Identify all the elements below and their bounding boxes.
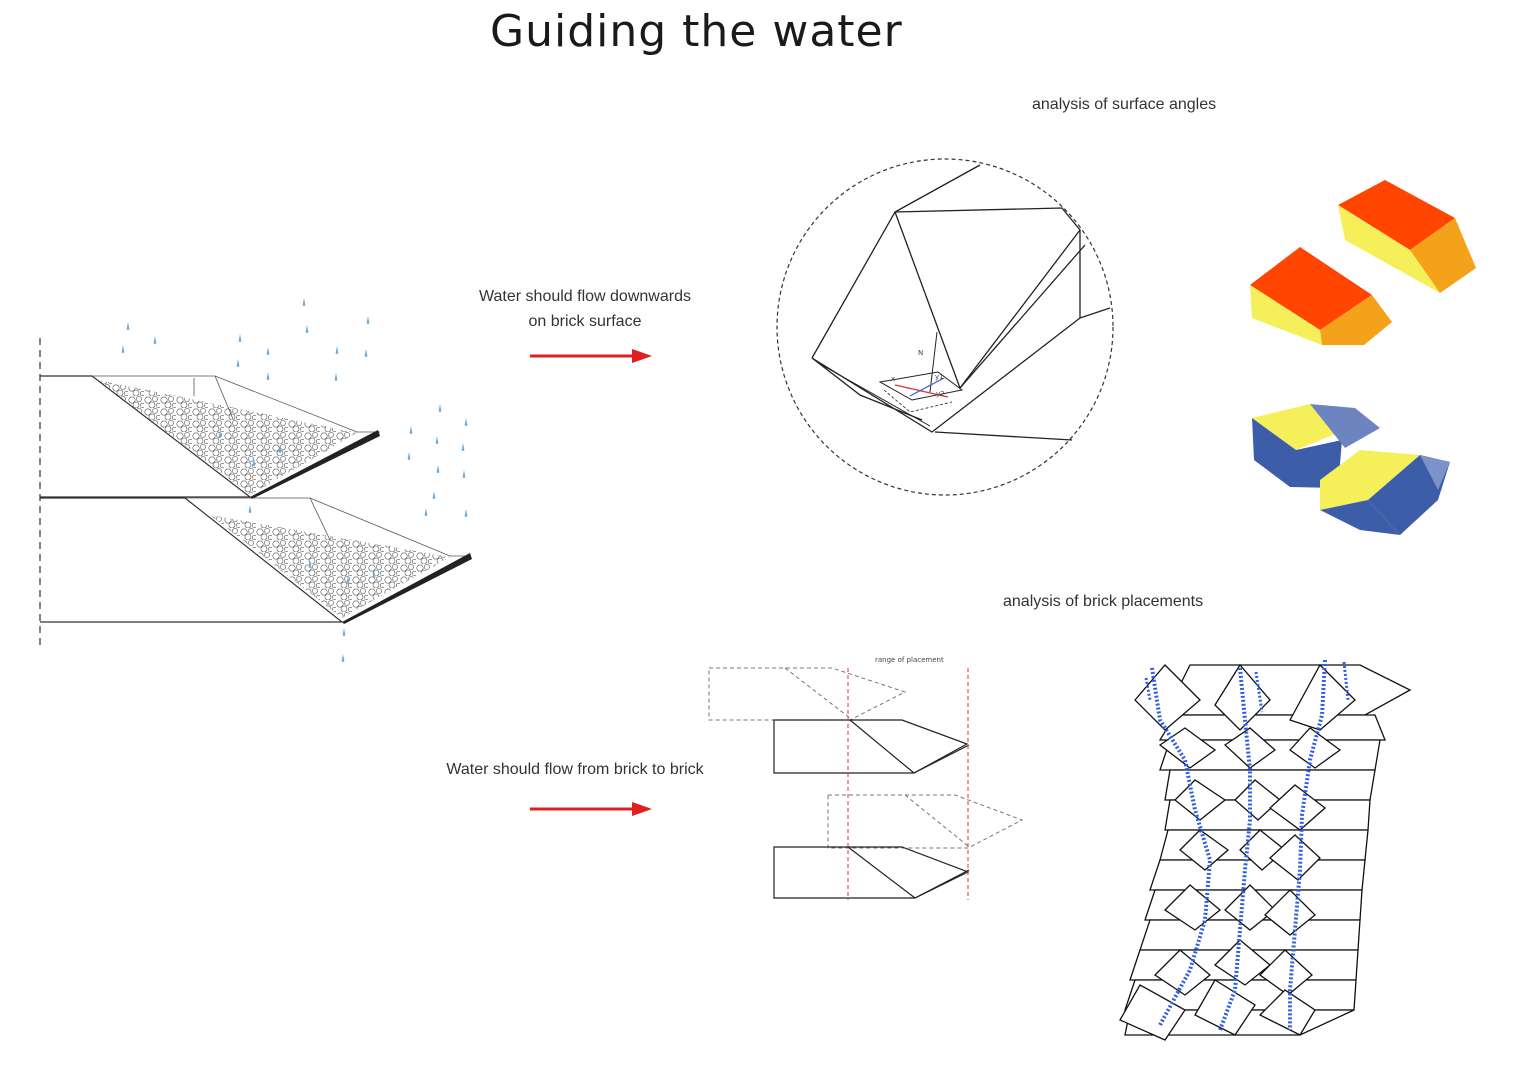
range-of-placement-label: range of placement	[875, 656, 944, 664]
placement-diagram: range of placement	[708, 656, 1024, 900]
warm-color-bricks	[1250, 180, 1476, 345]
rain-drops	[121, 298, 468, 662]
upper-brick	[40, 375, 380, 499]
cool-color-bricks	[1252, 404, 1450, 535]
flow-surface-caption-line2: on brick surface	[528, 313, 642, 330]
flow-surface-caption-line1: Water should flow downwards	[479, 288, 691, 305]
rain-brick-section	[39, 298, 472, 662]
flow-brick-caption: Water should flow from brick to brick	[446, 761, 704, 778]
brick-placements-label: analysis of brick placements	[1003, 593, 1204, 610]
surface-angle-detail: N y1 y2 x	[776, 158, 1114, 496]
axis-n-label: N	[918, 349, 923, 357]
axis-y2-label: y2	[936, 390, 945, 398]
axis-y1-label: y1	[935, 373, 944, 381]
tower-brick-facets	[1119, 663, 1356, 1041]
arrow-surface	[530, 349, 652, 363]
surface-angles-label: analysis of surface angles	[1032, 96, 1217, 113]
axis-x-label: x	[891, 375, 895, 383]
page-title: Guiding the water	[490, 6, 903, 57]
detail-circle	[776, 158, 1114, 496]
lower-brick	[40, 497, 472, 624]
flow-surface-caption: Water should flow downwards on brick sur…	[440, 284, 730, 334]
arrow-brick-to-brick	[530, 802, 652, 816]
water-path-dots	[1144, 659, 1350, 1031]
